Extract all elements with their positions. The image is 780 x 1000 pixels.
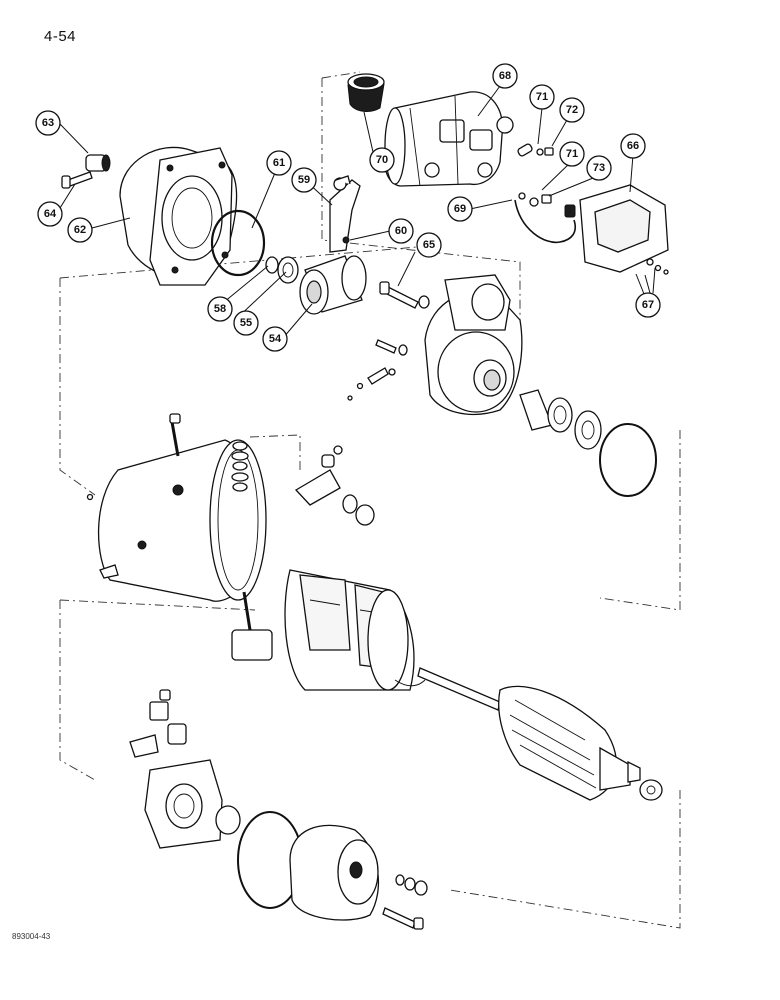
callout-55: 55 [233, 310, 259, 336]
callout-66: 66 [620, 133, 646, 159]
callout-58: 58 [207, 296, 233, 322]
svg-text:67: 67 [642, 299, 654, 311]
through-bolt-small-parts [347, 281, 430, 401]
terminal-stack [231, 441, 375, 526]
svg-text:62: 62 [74, 224, 86, 236]
svg-text:70: 70 [376, 154, 388, 166]
svg-text:61: 61 [273, 157, 285, 169]
callout-67: 67 [635, 292, 661, 318]
svg-text:71: 71 [566, 148, 578, 160]
figure-code: 893004-43 [12, 932, 51, 941]
svg-text:69: 69 [454, 203, 466, 215]
center-housing [424, 274, 657, 497]
svg-text:64: 64 [44, 208, 57, 220]
callout-68: 68 [492, 63, 518, 89]
svg-text:63: 63 [42, 117, 54, 129]
field-wire [514, 199, 576, 244]
snap-ring [210, 209, 266, 277]
field-coils [231, 569, 426, 691]
callout-59: 59 [291, 167, 317, 193]
brush-holder [129, 689, 241, 849]
svg-text:58: 58 [214, 303, 226, 315]
callout-60: 60 [388, 218, 414, 244]
svg-text:71: 71 [536, 91, 548, 103]
svg-text:68: 68 [499, 70, 511, 82]
field-frame [86, 413, 267, 602]
callout-73: 73 [586, 155, 612, 181]
armature [417, 667, 663, 801]
callout-70: 70 [369, 147, 395, 173]
svg-text:73: 73 [593, 162, 605, 174]
drive-pinion-group [265, 255, 367, 315]
svg-text:54: 54 [269, 333, 282, 345]
leader-lines [59, 85, 656, 339]
solenoid-assembly [383, 91, 514, 187]
shift-lever [329, 175, 361, 253]
svg-text:65: 65 [423, 239, 435, 251]
callout-64: 64 [37, 201, 63, 227]
page-number: 4-54 [44, 28, 77, 45]
end-cover [237, 811, 428, 930]
svg-text:60: 60 [395, 225, 407, 237]
callout-62: 62 [67, 217, 93, 243]
svg-text:55: 55 [240, 317, 252, 329]
callout-71-lower: 71 [559, 141, 585, 167]
solenoid-cover [579, 184, 669, 275]
drive-end-housing [119, 146, 238, 286]
callout-65: 65 [416, 232, 442, 258]
callout-63: 63 [35, 110, 61, 136]
callout-54: 54 [262, 326, 288, 352]
callout-69: 69 [447, 196, 473, 222]
bushing-and-bolt [61, 154, 111, 189]
svg-text:59: 59 [298, 174, 310, 186]
callout-72: 72 [559, 97, 585, 123]
callout-71-upper: 71 [529, 84, 555, 110]
svg-text:72: 72 [566, 104, 578, 116]
callout-61: 61 [266, 150, 292, 176]
terminal-hardware [517, 143, 554, 207]
solenoid-boot [347, 73, 385, 112]
svg-text:66: 66 [627, 140, 639, 152]
